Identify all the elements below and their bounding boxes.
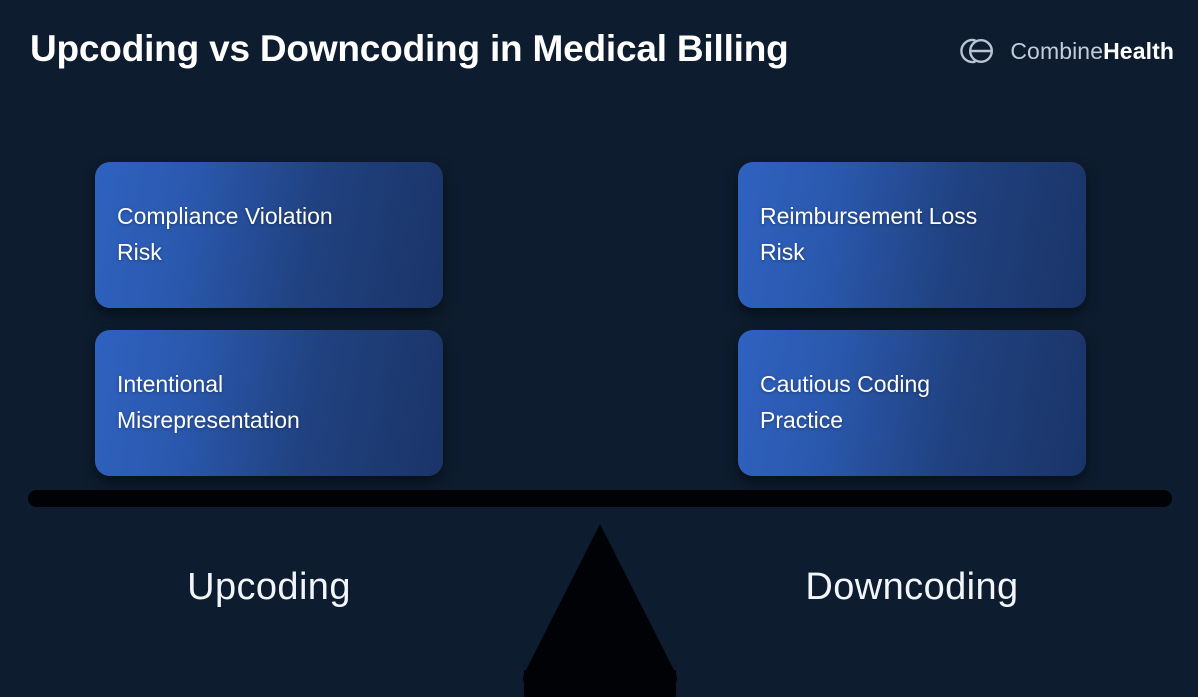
card-label: Intentional Misrepresentation (117, 371, 300, 433)
brand-name: CombineHealth (1010, 38, 1174, 65)
brand-name-bold: Health (1103, 37, 1174, 64)
brand-name-light: Combine (1010, 37, 1104, 64)
card-downcoding-2: Cautious Coding Practice (738, 330, 1086, 476)
card-label: Compliance Violation Risk (117, 203, 333, 265)
label-downcoding: Downcoding (805, 566, 1019, 608)
combine-health-logo-icon (954, 36, 996, 66)
balance-beam (28, 490, 1172, 507)
brand-lockup: CombineHealth (954, 36, 1174, 66)
card-upcoding-1: Compliance Violation Risk (95, 162, 443, 308)
page-title: Upcoding vs Downcoding in Medical Billin… (30, 28, 789, 69)
card-label: Cautious Coding Practice (760, 371, 931, 433)
card-downcoding-1: Reimbursement Loss Risk (738, 162, 1086, 308)
label-upcoding: Upcoding (187, 566, 351, 608)
triangle-fulcrum-icon (520, 520, 680, 697)
card-label: Reimbursement Loss Risk (760, 203, 978, 265)
card-upcoding-2: Intentional Misrepresentation (95, 330, 443, 476)
